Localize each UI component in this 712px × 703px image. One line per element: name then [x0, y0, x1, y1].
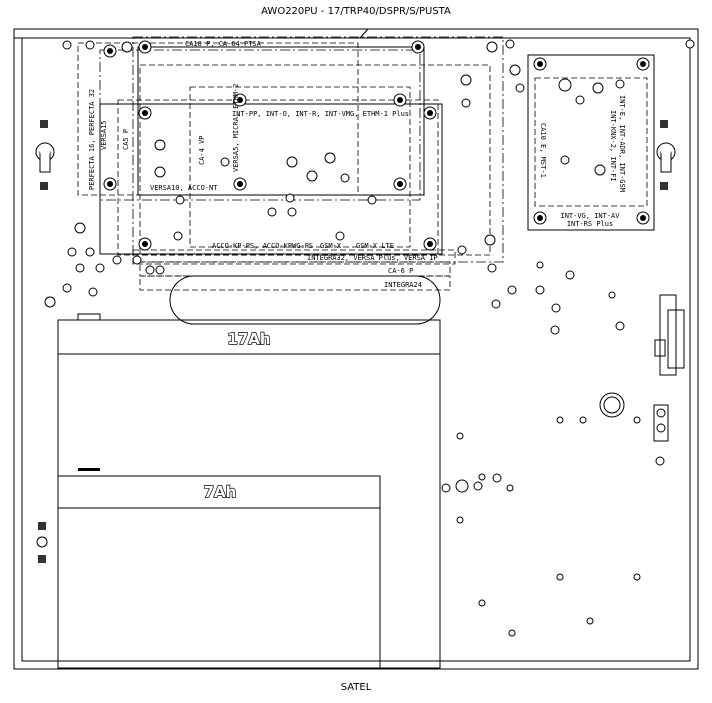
outline-perfecta: [77, 42, 359, 196]
label-gsmxlte: GSM-X LTE: [356, 242, 394, 250]
cable-gland-inner: [603, 396, 621, 414]
battery-17ah-terminal: [77, 313, 101, 321]
battery-7ah-terminal: [78, 468, 100, 471]
brand-label: SATEL: [341, 682, 372, 693]
terminal-screw: [656, 423, 666, 433]
hole-pattern: [44, 39, 695, 637]
label-ca10p: CA10 P, CA-64 PTSA: [185, 40, 262, 48]
screw-group: [103, 40, 650, 251]
mount-slot: [38, 555, 46, 563]
mount-slot: [660, 120, 668, 128]
enclosure-outline: [13, 28, 699, 670]
label-versa10: VERSA10, ACCO-NT: [150, 184, 218, 192]
outline-ca10p: [132, 36, 504, 263]
battery-7ah-label: 7Ah: [204, 483, 237, 501]
battery-7ah-body: [57, 507, 381, 669]
mount-hole: [36, 536, 48, 548]
label-ca10e: CA10 E, MST-1: [539, 123, 547, 178]
outline-versa5: [139, 64, 491, 256]
outline-versa15: [99, 49, 421, 201]
enclosure-title: AWO220PU - 17/TRP40/DSPR/S/PUSTA: [261, 6, 451, 17]
outline-integra32: [132, 249, 456, 265]
battery-17ah-label: 17Ah: [227, 330, 270, 348]
terminal-screw: [656, 408, 666, 418]
label-intpp: INT-PP, INT-O, INT-R, INT-VMG, ETHM-1 Pl…: [232, 110, 409, 118]
label-gsmx: GSM-X: [320, 242, 342, 250]
right-module-inner: [534, 77, 648, 207]
keyhole-right-icon: [656, 142, 676, 173]
label-versa5: VERSA5, MICRA, ETHM-2: [232, 83, 240, 172]
right-module: [527, 54, 655, 231]
mount-slot: [660, 182, 668, 190]
main-board: [99, 103, 443, 255]
outline-ca5p: [117, 99, 439, 256]
outline-intpp: [189, 86, 411, 248]
tamper-switch: [654, 294, 685, 376]
main-board-inner: [137, 46, 425, 196]
mount-slot: [40, 182, 48, 190]
label-intrs: INT-RS Plus: [567, 220, 613, 228]
cable-channel: [169, 275, 441, 325]
mount-slot: [38, 522, 46, 530]
terminal-block: [653, 404, 669, 442]
keyhole-left-icon: [35, 142, 55, 173]
label-intknx: INT-KNX-2, INT-FI: [609, 110, 617, 182]
label-inte: INT-E, INT-ADR, INT-GSM: [618, 95, 626, 192]
label-ca4vp: CA-4 VP: [198, 135, 206, 165]
battery-17ah-body: [57, 353, 441, 669]
label-perfecta: PERFECTA 16, PERFECTA 32: [88, 89, 96, 190]
label-accokp: ACCO-KP-PS, ACCO-KPWG-PS: [212, 242, 313, 250]
mount-slot: [40, 120, 48, 128]
label-versa15: VERSA15: [100, 120, 108, 150]
enclosure-inner: [21, 37, 691, 662]
label-intvg: INT-VG, INT-AV: [560, 212, 620, 220]
label-integra24: INTEGRA24: [384, 281, 422, 289]
label-integra32: INTEGRA32, VERSA Plus, VERSA IP: [307, 254, 438, 262]
label-ca6p: CA-6 P: [388, 267, 413, 275]
label-ca5p: CA5 P: [122, 129, 130, 150]
